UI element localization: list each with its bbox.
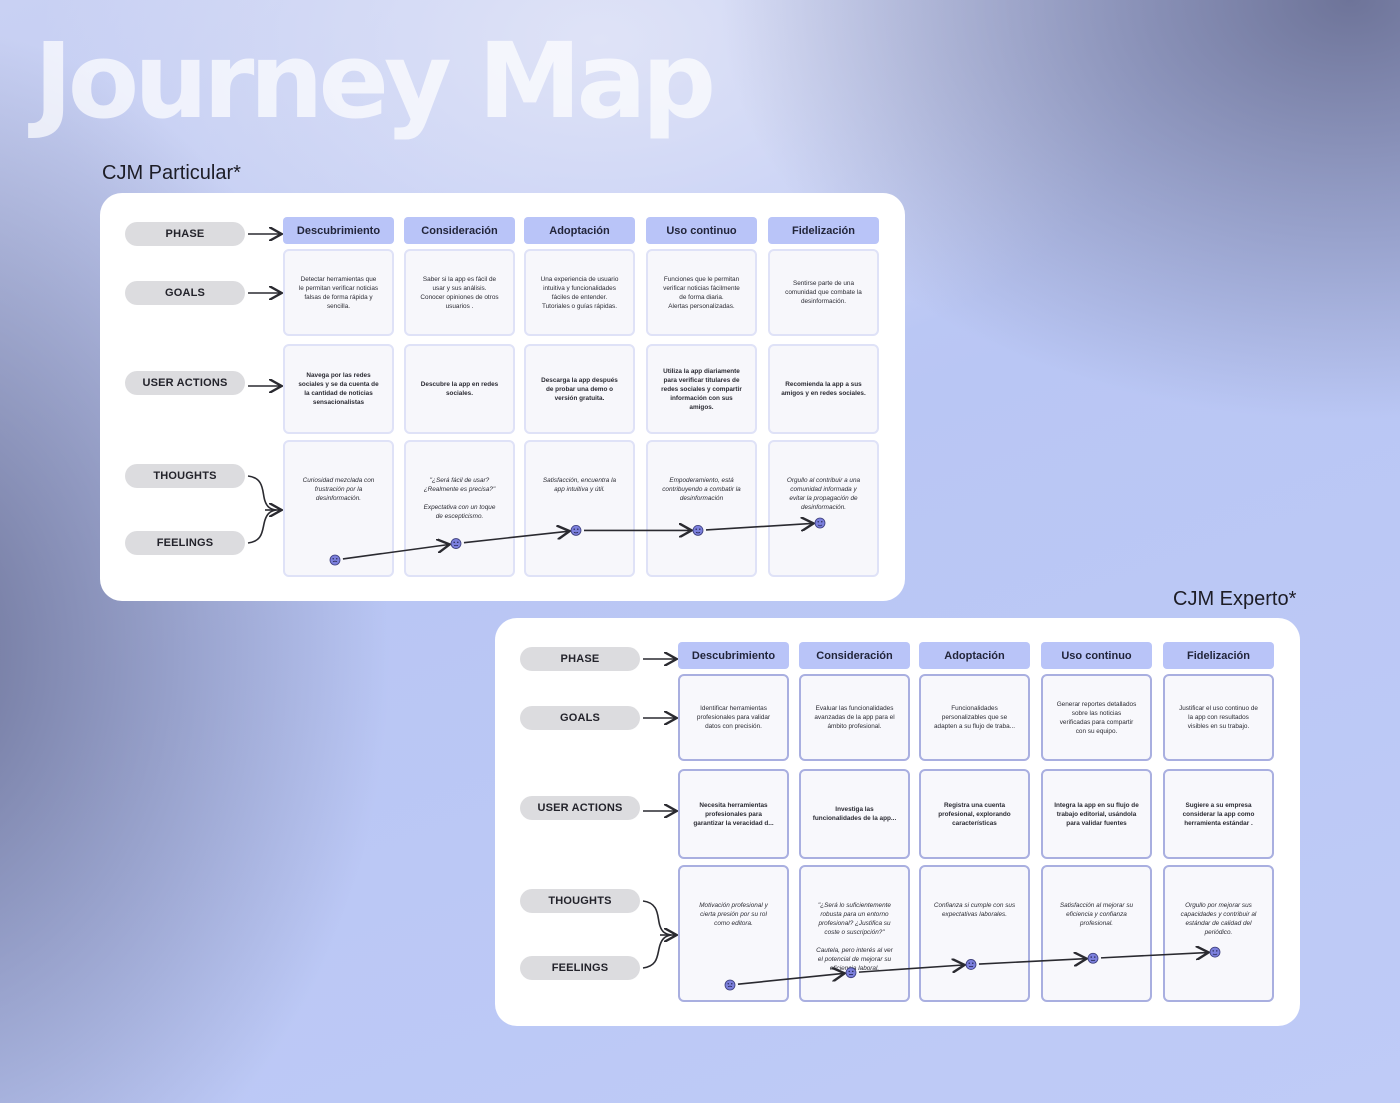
actions-cell: Necesita herramientas profesionales para… — [678, 769, 789, 859]
journey-card-particular: PHASE GOALS USER ACTIONS THOUGHTS FEELINGS De… — [100, 193, 905, 601]
actions-cell: Descarga la app después de probar una de… — [524, 344, 635, 434]
goals-cell: Identificar herramientas profesionales p… — [678, 674, 789, 761]
thoughts-cell: Empoderamiento, está contribuyendo a com… — [646, 440, 757, 577]
thoughts-cell: Satisfacción al mejorar su eficiencia y … — [1041, 865, 1152, 1002]
thoughts-cell: Curiosidad mezclada con frustración por … — [283, 440, 394, 577]
actions-cell: Recomienda la app a sus amigos y en rede… — [768, 344, 879, 434]
actions-cell: Sugiere a su empresa considerar la app c… — [1163, 769, 1274, 859]
actions-cell: Integra la app en su flujo de trabajo ed… — [1041, 769, 1152, 859]
actions-cell: Utiliza la app diariamente para verifica… — [646, 344, 757, 434]
label-user-actions: USER ACTIONS — [520, 796, 640, 820]
label-thoughts: THOUGHTS — [125, 464, 245, 488]
goals-cell: Sentirse parte de una comunidad que comb… — [768, 249, 879, 336]
phase-header: Adoptación — [919, 642, 1030, 669]
thoughts-feelings-brace — [642, 900, 672, 969]
thoughts-cell: Confianza si cumple con sus expectativas… — [919, 865, 1030, 1002]
phase-header: Descubrimiento — [283, 217, 394, 244]
journey-card-experto: PHASE GOALS USER ACTIONS THOUGHTS FEELINGS De… — [495, 618, 1300, 1026]
phase-header: Consideración — [404, 217, 515, 244]
label-phase: PHASE — [520, 647, 640, 671]
thoughts-cell: "¿Será lo suficientemente robusta para u… — [799, 865, 910, 1002]
page-title: Journey Map — [34, 20, 716, 142]
goals-cell: Justificar el uso continuo de la app con… — [1163, 674, 1274, 761]
phase-header: Fidelización — [1163, 642, 1274, 669]
actions-cell: Descubre la app en redes sociales. — [404, 344, 515, 434]
label-feelings: FEELINGS — [125, 531, 245, 555]
goals-cell: Saber si la app es fácil de usar y sus a… — [404, 249, 515, 336]
phase-header: Fidelización — [768, 217, 879, 244]
label-thoughts: THOUGHTS — [520, 889, 640, 913]
thoughts-cell: Satisfacción, encuentra la app intuitiva… — [524, 440, 635, 577]
label-feelings: FEELINGS — [520, 956, 640, 980]
particular-title: CJM Particular* — [102, 162, 241, 184]
label-user-actions: USER ACTIONS — [125, 371, 245, 395]
thoughts-cell: Orgullo al contribuir a una comunidad in… — [768, 440, 879, 577]
actions-cell: Registra una cuenta profesional, explora… — [919, 769, 1030, 859]
experto-title: CJM Experto* — [1173, 588, 1297, 610]
goals-cell: Generar reportes detallados sobre las no… — [1041, 674, 1152, 761]
goals-cell: Funcionalidades personalizables que se a… — [919, 674, 1030, 761]
phase-header: Uso continuo — [646, 217, 757, 244]
goals-cell: Evaluar las funcionalidades avanzadas de… — [799, 674, 910, 761]
phase-header: Uso continuo — [1041, 642, 1152, 669]
phase-header: Adoptación — [524, 217, 635, 244]
goals-cell: Una experiencia de usuario intuitiva y f… — [524, 249, 635, 336]
actions-cell: Investiga las funcionalidades de la app.… — [799, 769, 910, 859]
label-goals: GOALS — [125, 281, 245, 305]
phase-header: Consideración — [799, 642, 910, 669]
goals-cell: Funciones que le permitan verificar noti… — [646, 249, 757, 336]
phase-header: Descubrimiento — [678, 642, 789, 669]
thoughts-cell: Motivación profesional y cierta presión … — [678, 865, 789, 1002]
actions-cell: Navega por las redes sociales y se da cu… — [283, 344, 394, 434]
thoughts-cell: Orgullo por mejorar sus capacidades y co… — [1163, 865, 1274, 1002]
thoughts-feelings-brace — [247, 475, 277, 544]
label-goals: GOALS — [520, 706, 640, 730]
goals-cell: Detectar herramientas que le permitan ve… — [283, 249, 394, 336]
label-phase: PHASE — [125, 222, 245, 246]
thoughts-cell: "¿Será fácil de usar? ¿Realmente es prec… — [404, 440, 515, 577]
